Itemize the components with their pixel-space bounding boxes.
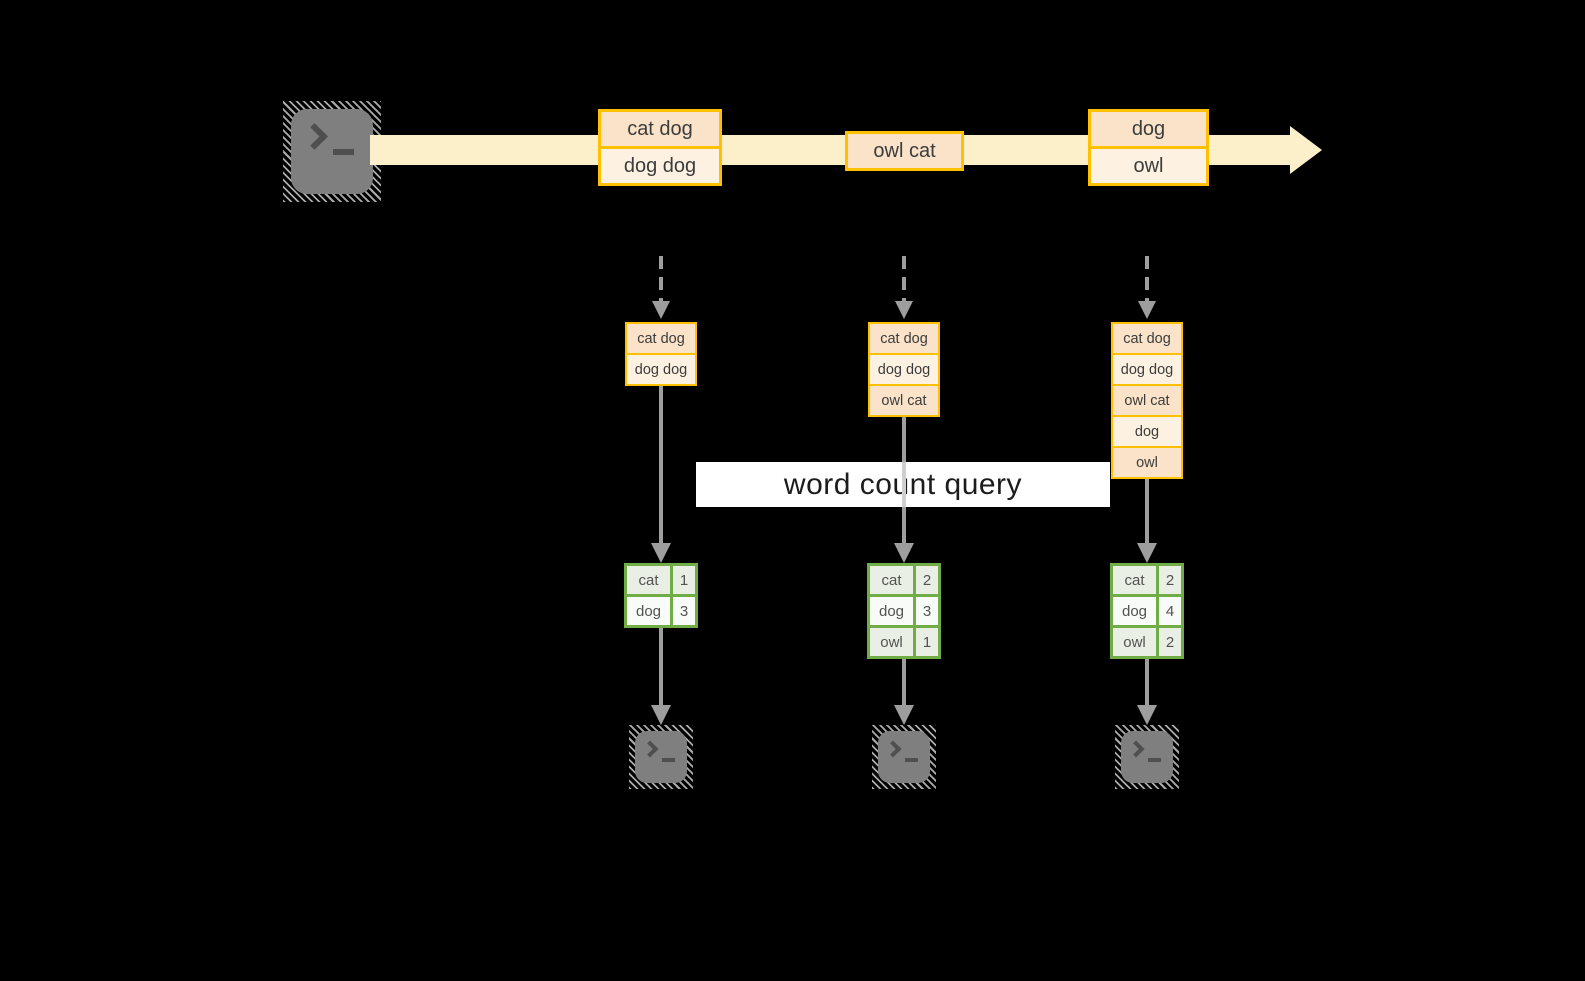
sink-terminal-icon-1 — [629, 725, 693, 789]
count-table-snapshot-2: cat 2 dog 3 owl 1 — [867, 563, 941, 659]
prompt-chevron-icon — [301, 123, 328, 150]
trigger-arrowhead-icon — [1138, 301, 1156, 319]
input-table-snapshot-1: cat dog dog dog — [625, 322, 697, 386]
stream-event-line: owl — [1091, 149, 1206, 183]
query-arrowhead-icon — [651, 543, 671, 563]
input-line: dog dog — [1113, 355, 1181, 384]
prompt-underscore-icon — [662, 758, 675, 762]
stream-event-line: dog — [1091, 112, 1206, 146]
output-arrowhead-icon — [1137, 705, 1157, 725]
count-word-cell: owl — [1113, 628, 1156, 656]
output-arrow-line-2 — [902, 659, 906, 705]
terminal-screen — [291, 109, 373, 194]
count-word-cell: cat — [627, 566, 670, 594]
count-table-snapshot-1: cat 1 dog 3 — [624, 563, 698, 628]
query-arrow-line-3 — [1145, 479, 1149, 543]
count-word-cell: dog — [1113, 597, 1156, 625]
terminal-screen — [1121, 731, 1173, 783]
sink-terminal-icon-3 — [1115, 725, 1179, 789]
query-arrow-line-1 — [659, 386, 663, 543]
terminal-screen — [635, 731, 687, 783]
count-value-cell: 2 — [1159, 628, 1181, 656]
stream-event-line: owl cat — [848, 134, 961, 168]
output-arrowhead-icon — [651, 705, 671, 725]
count-value-cell: 4 — [1159, 597, 1181, 625]
input-line: owl — [1113, 448, 1181, 477]
prompt-underscore-icon — [333, 149, 354, 155]
input-line: cat dog — [870, 324, 938, 353]
input-line: cat dog — [1113, 324, 1181, 353]
count-value-cell: 1 — [916, 628, 938, 656]
query-arrowhead-icon — [1137, 543, 1157, 563]
terminal-screen — [878, 731, 930, 783]
trigger-arrowhead-icon — [652, 301, 670, 319]
count-value-cell: 3 — [673, 597, 695, 625]
trigger-arrow-line-3 — [1145, 256, 1149, 302]
stream-timeline-arrowhead-icon — [1290, 126, 1322, 174]
output-arrow-line-3 — [1145, 659, 1149, 705]
input-line: dog — [1113, 417, 1181, 446]
input-line: owl cat — [870, 386, 938, 415]
input-table-snapshot-3: cat dog dog dog owl cat dog owl — [1111, 322, 1183, 479]
count-table-snapshot-3: cat 2 dog 4 owl 2 — [1110, 563, 1184, 659]
stream-event-line: dog dog — [601, 149, 719, 183]
prompt-underscore-icon — [1148, 758, 1161, 762]
count-value-cell: 3 — [916, 597, 938, 625]
output-arrow-line-1 — [659, 628, 663, 705]
stream-event-batch-3: dog owl — [1088, 109, 1209, 186]
trigger-arrowhead-icon — [895, 301, 913, 319]
stream-event-line: cat dog — [601, 112, 719, 146]
count-word-cell: cat — [1113, 566, 1156, 594]
sink-terminal-icon-2 — [872, 725, 936, 789]
input-table-snapshot-2: cat dog dog dog owl cat — [868, 322, 940, 417]
stream-event-batch-1: cat dog dog dog — [598, 109, 722, 186]
output-arrowhead-icon — [894, 705, 914, 725]
input-line: cat dog — [627, 324, 695, 353]
count-value-cell: 1 — [673, 566, 695, 594]
trigger-arrow-line-1 — [659, 256, 663, 302]
count-word-cell: owl — [870, 628, 913, 656]
prompt-chevron-icon — [641, 740, 659, 758]
trigger-arrow-line-2 — [902, 256, 906, 302]
input-line: dog dog — [627, 355, 695, 384]
count-value-cell: 2 — [1159, 566, 1181, 594]
query-arrow-line-2 — [902, 417, 906, 543]
count-word-cell: cat — [870, 566, 913, 594]
count-value-cell: 2 — [916, 566, 938, 594]
prompt-underscore-icon — [905, 758, 918, 762]
prompt-chevron-icon — [1127, 740, 1145, 758]
count-word-cell: dog — [870, 597, 913, 625]
query-arrowhead-icon — [894, 543, 914, 563]
input-line: owl cat — [1113, 386, 1181, 415]
source-terminal-icon — [283, 101, 381, 202]
prompt-chevron-icon — [884, 740, 902, 758]
stream-event-batch-2: owl cat — [845, 131, 964, 171]
count-word-cell: dog — [627, 597, 670, 625]
input-line: dog dog — [870, 355, 938, 384]
